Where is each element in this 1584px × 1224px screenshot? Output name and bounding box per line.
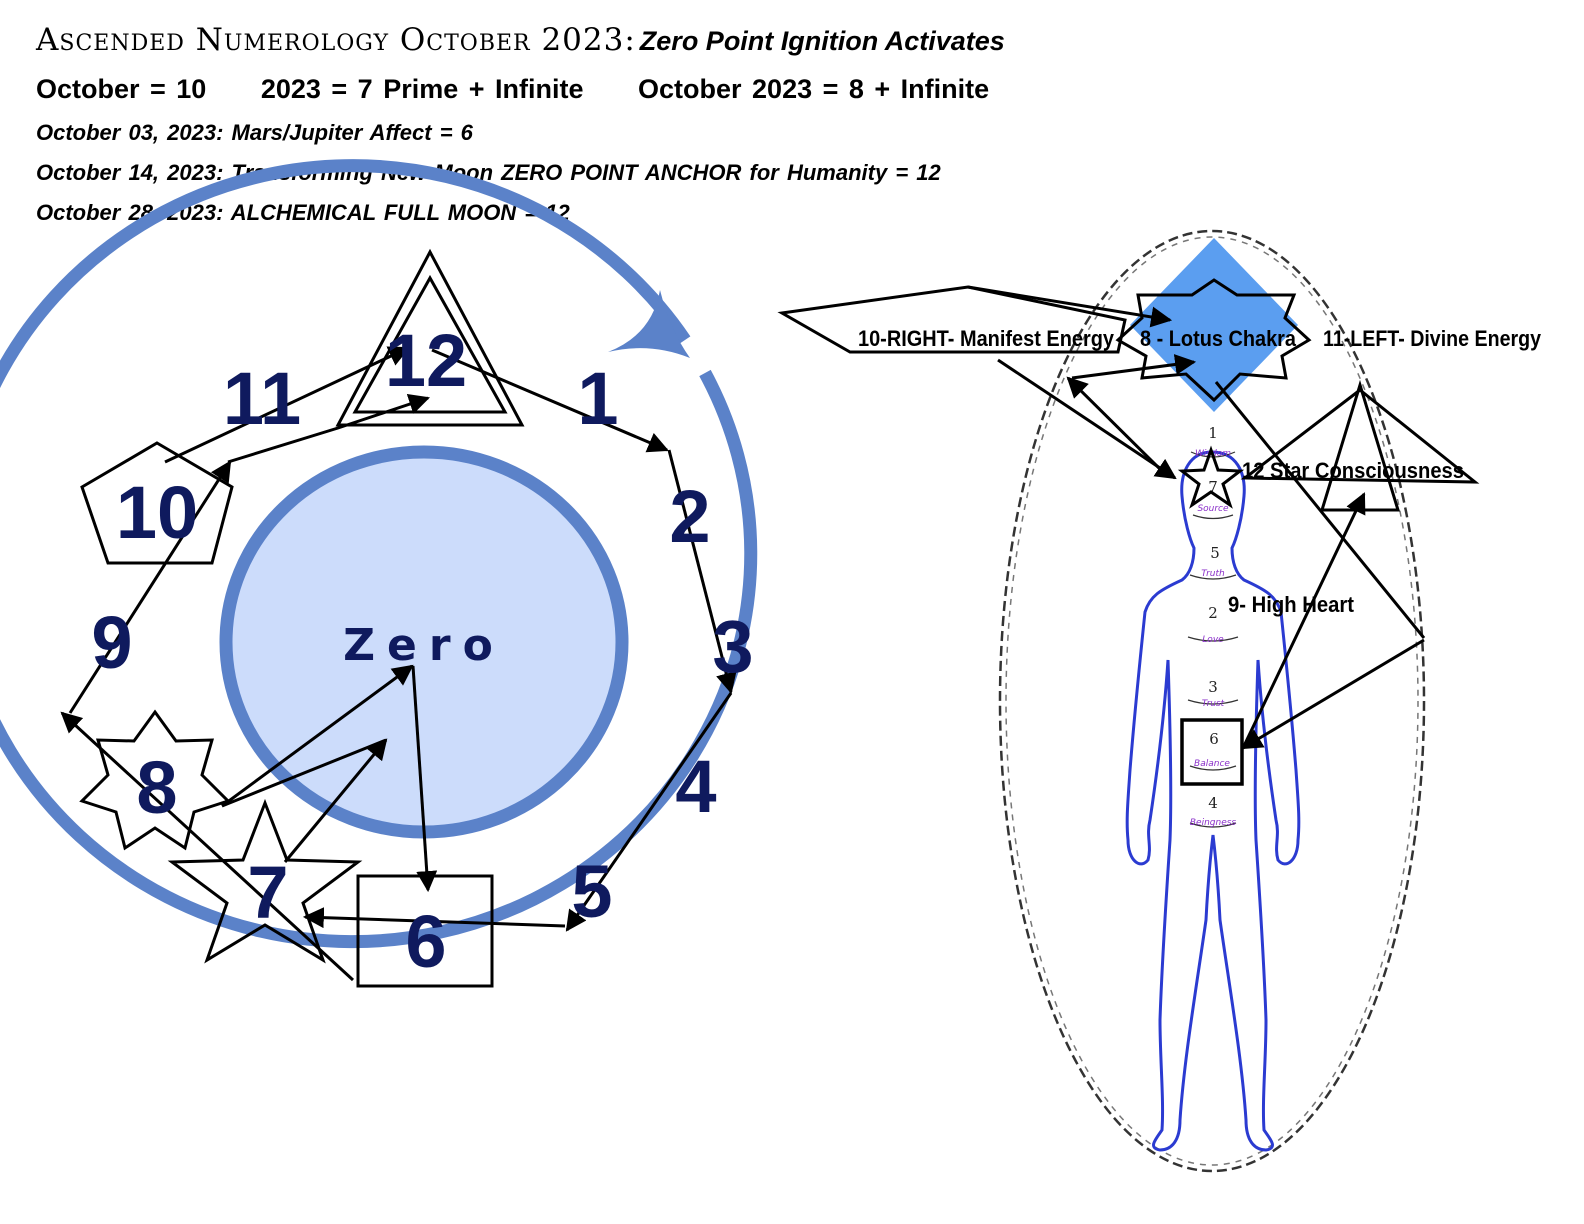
sums-line: October = 10 2023 = 7 Prime + Infinite O… [36,74,1033,105]
crown-star [1177,445,1245,509]
left-pentagon [777,285,1127,354]
date-oct-14: October 14, 2023: Transforming New Moon … [36,160,941,185]
chakra-5-number: 5 [1210,544,1220,562]
right-triangle-wide [1240,388,1480,484]
chakra-5-word: Truth [1201,569,1225,579]
chakra-4-number: 4 [1208,794,1218,812]
wheel-number-8: 8 [136,746,177,829]
human-body-outline [1125,450,1301,1152]
label-left-divine: 11-LEFT- Divine Energy [1323,326,1542,351]
date-oct-03: October 03, 2023: Mars/Jupiter Affect = … [36,120,473,145]
wheel-number-5: 5 [571,850,612,933]
five-point-star [167,798,363,964]
aura-ellipse-inner [1005,236,1419,1166]
chakra-4-word: Beingness [1190,818,1237,828]
sum-2023: 2023 = 7 Prime + Infinite [260,74,584,104]
chakra-3-word: Trust [1202,699,1225,709]
wheel-numbers: 12 1 2 3 4 5 6 7 8 9 10 11 [91,319,753,983]
aura-ellipse [998,229,1426,1173]
numerology-wheel: Zero [0,159,758,988]
balance-square [1180,718,1244,786]
chakra-1-number: 1 [1208,424,1218,442]
chakra-7-word: Source [1197,504,1229,514]
wheel-number-2: 2 [669,475,710,558]
sum-october-2023: October 2023 = 8 + Infinite [638,74,990,104]
lotus-diamond [1130,238,1298,412]
outer-ring [0,159,758,949]
title-main: Ascended Numerology October 2023: [36,22,636,58]
right-triangle-outer [1319,379,1401,512]
chakra-6-word: Balance [1194,759,1230,769]
chakra-2-word: Love [1202,635,1224,645]
chakra-6-number: 6 [1209,730,1219,748]
wheel-number-1: 1 [577,357,618,440]
chakra-3-number: 3 [1208,678,1218,696]
wheel-number-9: 9 [91,601,132,684]
triangle-inner [352,274,508,414]
chakra-2-number: 2 [1208,604,1218,622]
label-right-manifest: 10-RIGHT- Manifest Energy [858,326,1115,351]
wheel-number-11: 11 [223,357,301,440]
label-lotus-chakra: 8 - Lotus Chakra [1140,326,1297,351]
zero-label: Zero [343,620,505,671]
wheel-number-10: 10 [116,471,198,554]
wheel-number-12: 12 [385,319,467,402]
sum-october: October = 10 [36,74,207,104]
chakra-7-number: 7 [1208,478,1218,496]
triangle-outer [335,248,525,427]
wheel-number-3: 3 [712,605,753,688]
wheel-number-7: 7 [247,851,288,934]
wheel-number-6: 6 [405,900,446,983]
chakra-markers: 1 Wisdom 7 Source 5 Truth 2 Love 3 Trust… [1190,424,1237,828]
page-title: Ascended Numerology October 2023: Zero P… [36,22,1005,58]
date-oct-28: October 28, 2023: ALCHEMICAL FULL MOON =… [36,200,570,225]
title-sub: Zero Point Ignition Activates [639,26,1005,56]
ring-arrowhead [608,290,690,358]
eight-point-star [79,709,231,851]
wheel-number-4: 4 [675,745,716,828]
label-star-consciousness: 12 Star Consciousness [1242,458,1464,483]
lotus-eight-point-star [1115,278,1312,403]
body-diagram: 1 Wisdom 7 Source 5 Truth 2 Love 3 Trust… [777,229,1542,1173]
label-high-heart: 9- High Heart [1228,592,1355,617]
